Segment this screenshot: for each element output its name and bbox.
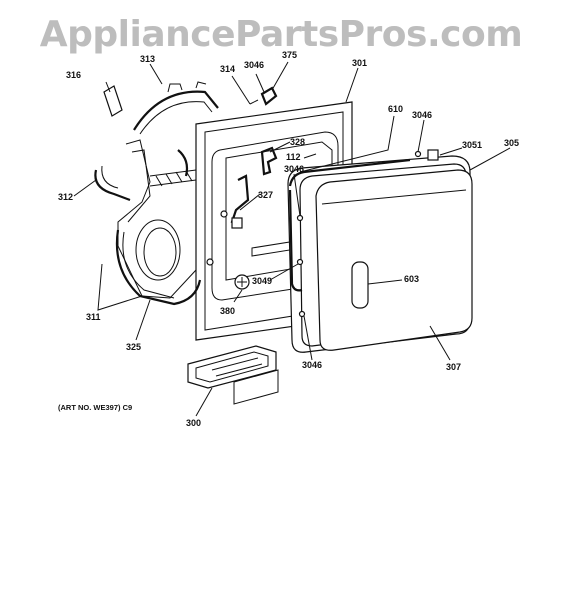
label-3046-top: 3046 [244,60,264,70]
label-112: 112 [286,152,301,162]
door-drawing [287,149,473,353]
label-325: 325 [126,342,141,352]
label-375: 375 [282,50,297,60]
label-327: 327 [258,190,273,200]
label-3049: 3049 [252,276,272,286]
label-380: 380 [220,306,235,316]
part-labels: 316 313 314 3046 375 301 610 3046 3051 3… [58,50,519,428]
label-307: 307 [446,362,461,372]
label-603: 603 [404,274,419,284]
label-3046-bottom: 3046 [302,360,322,370]
label-313: 313 [140,54,155,64]
label-328: 328 [290,137,305,147]
bulkhead-drawing [94,81,219,306]
leader-lines [73,61,511,417]
lint-trap-drawing [187,345,279,405]
label-305: 305 [504,138,519,148]
label-314: 314 [220,64,235,74]
label-316: 316 [66,70,81,80]
site-watermark: AppliancePartsPros.com [39,14,523,55]
label-3051: 3051 [462,140,482,150]
label-312: 312 [58,192,73,202]
label-3046-right: 3046 [412,110,432,120]
label-300: 300 [186,418,201,428]
label-610: 610 [388,104,403,114]
art-number: (ART NO. WE397) C9 [58,403,132,412]
label-301: 301 [352,58,367,68]
label-311: 311 [86,312,101,322]
label-3046-mid: 3046 [284,164,304,174]
